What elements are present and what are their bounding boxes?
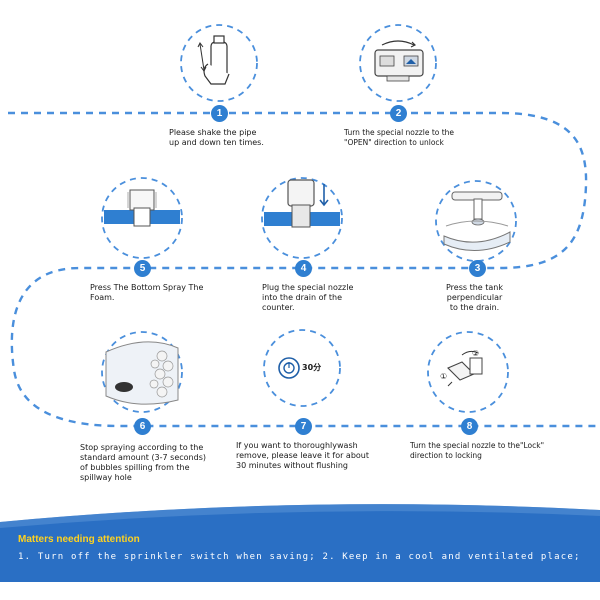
plug-nozzle-icon — [264, 179, 340, 228]
step-7-badge: 7 — [295, 418, 312, 435]
step-6-caption: Stop spraying according to the standard … — [80, 443, 206, 482]
step-2-badge: 2 — [390, 105, 407, 122]
step-4-frame — [261, 177, 343, 259]
step-1-badge: 1 — [211, 105, 228, 122]
step-1-frame — [180, 24, 258, 102]
step-1-caption: Please shake the pipe up and down ten ti… — [169, 128, 264, 147]
step-7-frame — [263, 329, 341, 407]
timer-icon — [278, 357, 300, 379]
nozzle-lock-icon — [447, 350, 483, 387]
tank-press-icon — [443, 191, 511, 252]
step-5-badge: 5 — [134, 260, 151, 277]
step-2-frame — [359, 24, 437, 102]
shake-bottle-icon — [197, 35, 230, 85]
attention-footer: Matters needing attention 1. Turn off th… — [0, 500, 600, 582]
step-6-frame — [101, 331, 183, 413]
step-6-badge: 6 — [134, 418, 151, 435]
step-7-caption: If you want to thoroughlywash remove, pl… — [236, 441, 369, 470]
step-8-caption: Turn the special nozzle to the"Lock" dir… — [410, 441, 545, 460]
step-2-caption: Turn the special nozzle to the "OPEN" di… — [344, 128, 455, 147]
footer-wave — [0, 500, 600, 528]
step-5-caption: Press The Bottom Spray The Foam. — [90, 283, 204, 302]
footer-title: Matters needing attention — [18, 534, 140, 545]
foam-spillway-icon — [105, 341, 179, 405]
step-3-badge: 3 — [469, 260, 486, 277]
step-8-frame — [427, 331, 509, 413]
step-5-frame — [101, 177, 183, 259]
step-4-badge: 4 — [295, 260, 312, 277]
footer-text: 1. Turn off the sprinkler switch when sa… — [18, 552, 581, 562]
step-3-caption: Press the tank perpendicular to the drai… — [446, 283, 504, 312]
timer-label: 30分 — [302, 363, 322, 372]
lock-step-b-label: ① — [440, 372, 448, 381]
lock-step-a-label: ② — [472, 349, 480, 358]
step-3-frame — [435, 180, 517, 262]
step-4-caption: Plug the special nozzle into the drain o… — [262, 283, 354, 312]
step-8-badge: 8 — [461, 418, 478, 435]
flow-path — [8, 111, 600, 428]
nozzle-open-icon — [374, 40, 424, 82]
spray-foam-icon — [104, 189, 180, 227]
